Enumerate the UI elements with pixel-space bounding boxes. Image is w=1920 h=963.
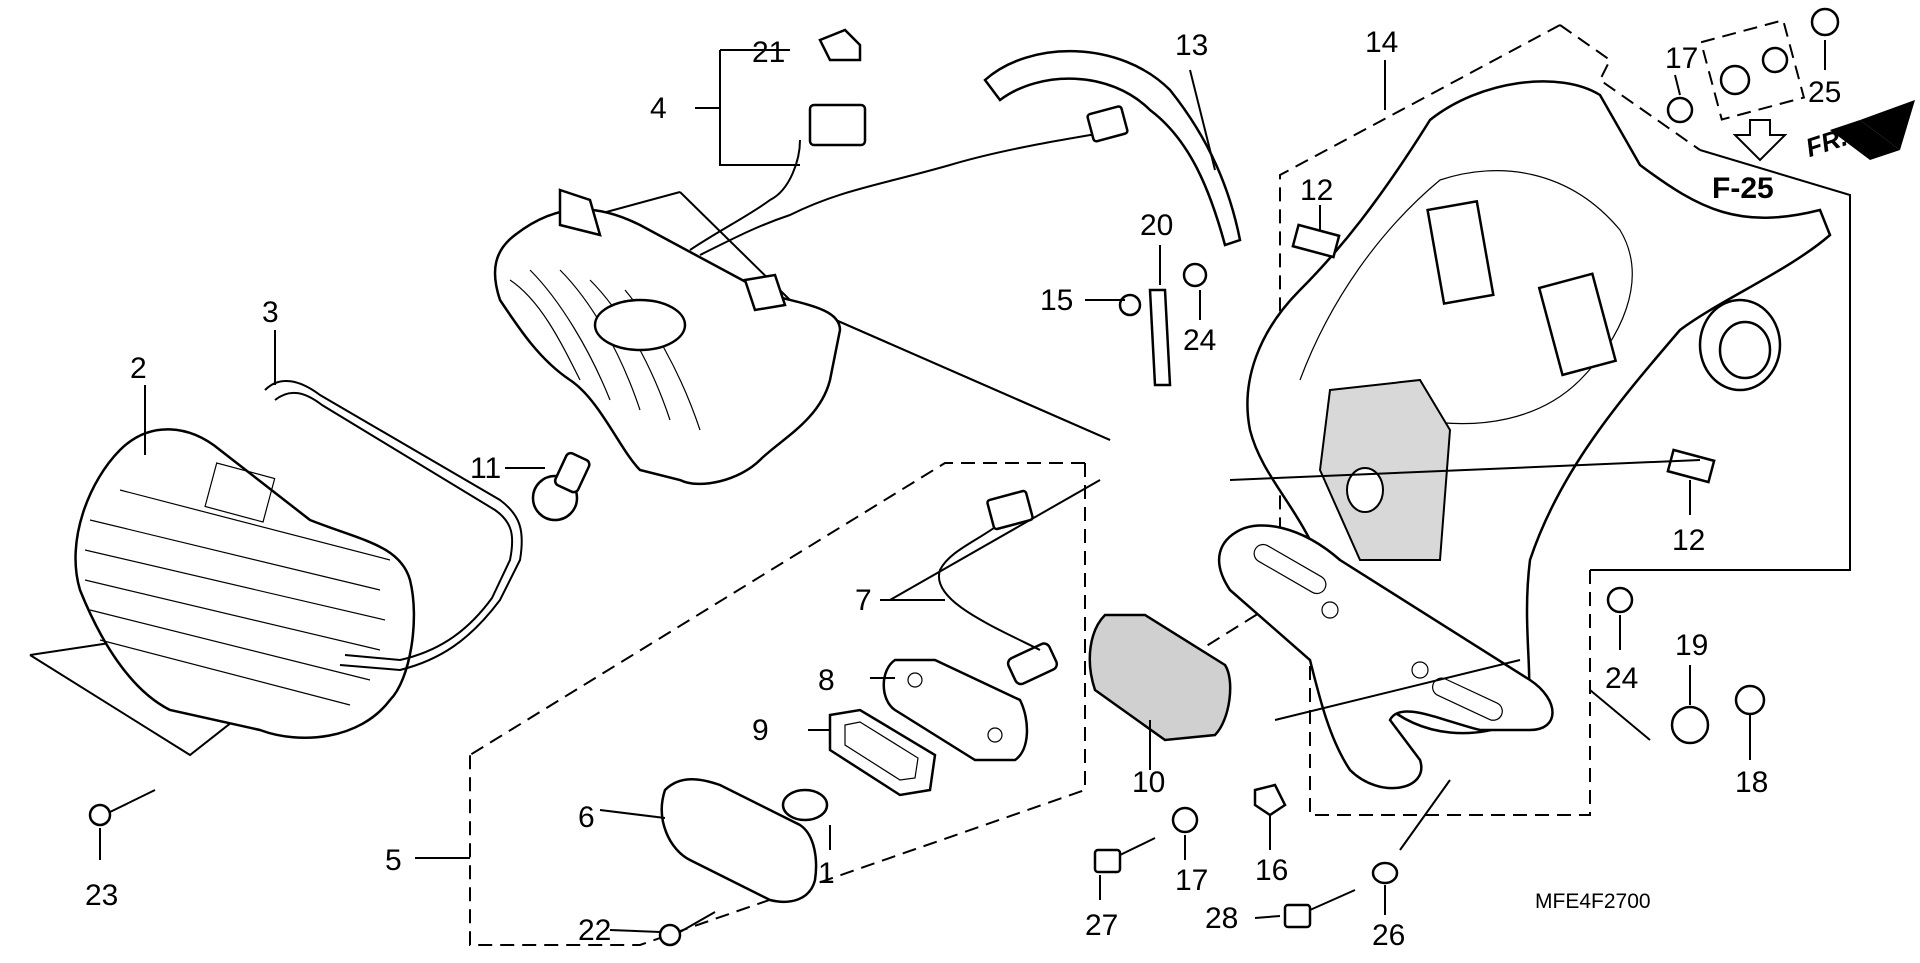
callout-1: 1 bbox=[818, 857, 835, 890]
fastener-hardware bbox=[88, 7, 1840, 947]
callout-18: 18 bbox=[1735, 766, 1768, 799]
leader-lines bbox=[99, 40, 1826, 933]
license-light-gasket bbox=[828, 708, 937, 797]
license-light-lens bbox=[660, 778, 818, 904]
callout-5: 5 bbox=[385, 844, 402, 877]
callout-9: 9 bbox=[752, 714, 769, 747]
lens-gasket bbox=[264, 379, 523, 672]
callout-11: 11 bbox=[470, 452, 501, 485]
callout-16: 16 bbox=[1255, 854, 1288, 887]
callout-2: 2 bbox=[130, 352, 147, 385]
callout-7: 7 bbox=[855, 584, 872, 617]
callout-20: 20 bbox=[1140, 209, 1173, 242]
direction-label: FR. bbox=[1802, 121, 1851, 162]
callout-17a: 17 bbox=[1665, 42, 1698, 75]
callout-23: 23 bbox=[85, 879, 118, 912]
callout-4: 4 bbox=[650, 92, 667, 125]
callout-22: 22 bbox=[578, 914, 611, 947]
bulb-large bbox=[531, 451, 591, 522]
callout-21: 21 bbox=[752, 36, 785, 69]
rear-fender bbox=[1246, 80, 1832, 735]
reference-label: F-25 bbox=[1712, 172, 1774, 205]
callout-24b: 24 bbox=[1605, 662, 1638, 695]
callout-15: 15 bbox=[1040, 284, 1073, 317]
callout-3: 3 bbox=[262, 296, 279, 329]
callout-12a: 12 bbox=[1300, 174, 1333, 207]
license-light-socket bbox=[1006, 642, 1059, 686]
callout-17b: 17 bbox=[1175, 864, 1208, 897]
front-direction-arrow-icon bbox=[1830, 100, 1915, 160]
callout-26: 26 bbox=[1372, 919, 1405, 952]
license-bracket bbox=[1218, 524, 1554, 790]
bulb-small bbox=[781, 788, 829, 822]
callout-25: 25 bbox=[1808, 76, 1841, 109]
wiring-harness bbox=[689, 103, 1129, 256]
callout-13: 13 bbox=[1175, 29, 1208, 62]
group-outline-5 bbox=[469, 462, 1086, 946]
callout-10: 10 bbox=[1132, 766, 1165, 799]
callout-28: 28 bbox=[1205, 902, 1238, 935]
callout-8: 8 bbox=[818, 664, 835, 697]
reference-down-arrow-icon bbox=[1732, 119, 1788, 162]
callout-6: 6 bbox=[578, 801, 595, 834]
callout-12b: 12 bbox=[1672, 524, 1705, 557]
splash-guard-strip bbox=[983, 49, 1242, 247]
wire-clip bbox=[818, 28, 862, 62]
tail-light-housing bbox=[493, 188, 842, 486]
callout-labels: 1 2 3 4 5 6 7 8 9 10 11 12 12 13 14 15 1… bbox=[85, 26, 1851, 952]
callout-27: 27 bbox=[1085, 909, 1118, 942]
callout-19: 19 bbox=[1675, 629, 1708, 662]
tail-lens bbox=[74, 428, 416, 739]
callout-24a: 24 bbox=[1183, 324, 1216, 357]
callout-14: 14 bbox=[1365, 26, 1398, 59]
license-plate-stipple bbox=[1318, 378, 1452, 561]
drawing-code: MFE4F2700 bbox=[1535, 890, 1651, 913]
reflector bbox=[1088, 613, 1232, 742]
license-light-wire bbox=[937, 489, 1041, 651]
